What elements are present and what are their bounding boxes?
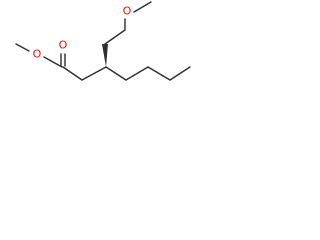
- structure-canvas: O O O: [0, 0, 210, 145]
- atom-o-ether: O: [123, 5, 132, 18]
- bond-ch2-stereocenter: [81, 66, 107, 81]
- atom-o-carbonyl: O: [59, 39, 68, 52]
- bond-ether-methyl: [133, 1, 152, 13]
- bond-wedge: [102, 44, 108, 67]
- bond-o-carbonyl: [43, 56, 63, 68]
- bond-butyl-3: [147, 66, 171, 81]
- bond-butyl-2: [125, 66, 149, 81]
- atom-o-ester-single: O: [33, 48, 42, 61]
- bond-butyl-4: [169, 66, 191, 81]
- bond-methyl-o: [15, 43, 30, 52]
- molecule-drawing: O O O: [15, 1, 191, 81]
- bond-carbonyl-ch2: [62, 66, 83, 81]
- bond-butyl-1: [105, 66, 127, 81]
- bond-side-1: [104, 29, 126, 45]
